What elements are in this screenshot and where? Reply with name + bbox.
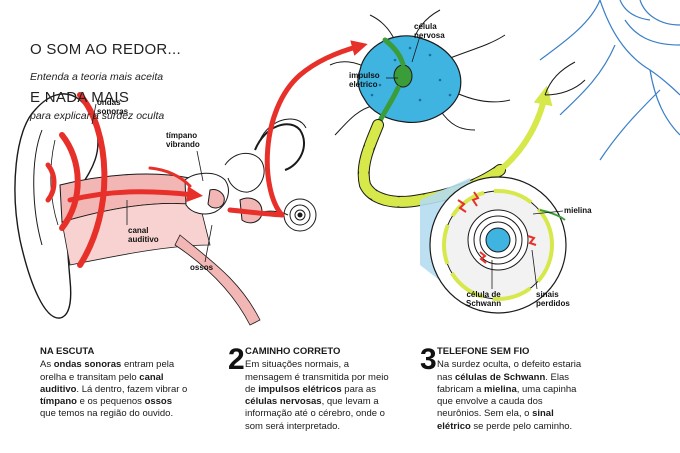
text-run: As xyxy=(40,359,54,371)
bold-text: tímpano xyxy=(40,396,77,408)
bold-text: impulsos elétricos xyxy=(258,383,342,395)
text-run: se perde pelo caminho. xyxy=(470,420,573,432)
bold-text: mielina xyxy=(484,383,517,395)
label-mielina: mielina xyxy=(564,206,592,215)
label-ondas-sonoras: ondas sonoras xyxy=(97,98,129,116)
section-na-escuta: NA ESCUTA As ondas sonoras entram pela o… xyxy=(40,346,190,421)
label-ossos: ossos xyxy=(190,263,214,272)
text-run: , que levam a informação até o cérebro, … xyxy=(245,396,385,432)
text-run: que temos na região do ouvido. xyxy=(40,408,174,420)
section-caminho-correto: 2 CAMINHO CORRETO Em situações normais, … xyxy=(228,345,395,433)
section-telefone-sem-fio: 3 TELEFONE SEM FIO Na surdez oculta, o d… xyxy=(420,345,587,433)
bold-text: ondas sonoras xyxy=(53,359,122,371)
neuron-branches-right xyxy=(539,0,680,161)
text-run: para as xyxy=(341,383,376,395)
section-heading: NA ESCUTA xyxy=(40,346,95,357)
bold-text: canal auditivo xyxy=(40,371,164,395)
text-run: Em situações normais, a mensagem é trans… xyxy=(245,359,389,395)
section-heading: CAMINHO CORRETO xyxy=(245,346,341,357)
page-title: O SOM AO REDOR... E NADA MAIS xyxy=(30,10,181,138)
label-timpano-vibrando: tímpano vibrando xyxy=(166,131,200,149)
myelin-cross-section xyxy=(420,176,567,314)
label-canal-auditivo: canal auditivo xyxy=(128,226,159,244)
section-heading: TELEFONE SEM FIO xyxy=(437,346,530,357)
subtitle-line-1: Entenda a teoria mais aceita xyxy=(30,71,164,83)
title-line-1: O SOM AO REDOR... xyxy=(30,41,181,58)
label-celula-nervosa: célula nervosa xyxy=(414,22,445,40)
label-impulso-eletrico: impulso elétrico xyxy=(349,71,380,89)
subtitle-line-2: para explicar a surdez oculta xyxy=(30,110,165,122)
sound-waves xyxy=(45,92,108,268)
text-run: entram pela orelha e transitam pelo xyxy=(40,359,175,383)
text-run: Na surdez oculta, o defeito estaria nas xyxy=(437,359,582,383)
signal-path-red xyxy=(67,40,368,218)
middle-ear xyxy=(184,118,317,232)
text-run: , uma capinha que envolve a cauda dos ne… xyxy=(437,383,577,420)
label-celula-de-schwann: célula de Schwann xyxy=(466,290,502,308)
section-body: Em situações normais, a mensagem é trans… xyxy=(245,359,395,433)
label-sinais-perdidos: sinais perdidos xyxy=(536,290,570,308)
section-number: 3 xyxy=(420,343,437,376)
leader-lines xyxy=(91,35,564,290)
bold-text: ossos xyxy=(144,396,173,408)
subtitle: Entenda a teoria mais aceita para explic… xyxy=(30,45,190,149)
text-run: . Lá dentro, fazem vibrar o xyxy=(76,383,188,395)
bold-text: células de Schwann xyxy=(454,371,546,383)
section-number: 2 xyxy=(228,343,245,376)
section-body: As ondas sonoras entram pela orelha e tr… xyxy=(40,359,190,420)
text-run: . Elas fabricam a xyxy=(437,371,570,395)
title-line-2: E NADA MAIS xyxy=(30,89,130,106)
bold-text: células nervosas xyxy=(245,396,322,408)
bold-text: sinal elétrico xyxy=(437,408,554,432)
text-run: e os pequenos xyxy=(76,396,145,408)
section-body: Na surdez oculta, o defeito estaria nas … xyxy=(437,359,587,433)
